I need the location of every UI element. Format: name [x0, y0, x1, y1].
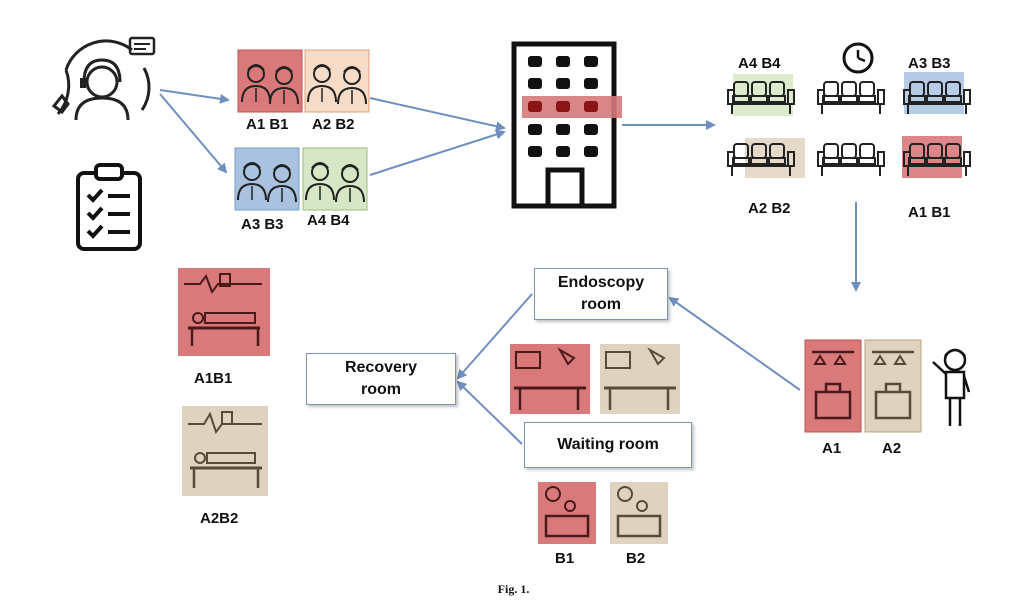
arrow-lockers-to-endoscopy — [668, 296, 801, 391]
recovery-bed-beige — [182, 406, 268, 496]
patient-tile-a3 — [234, 147, 300, 211]
bench-a3b3 — [904, 72, 970, 114]
waiting-tile-b2 — [610, 482, 668, 544]
endoscopy-tile-red — [510, 344, 590, 414]
endoscopy-room-label: Endoscopy room — [557, 274, 645, 313]
bench-a4b4 — [728, 74, 794, 116]
label-bench-a1-b1: A1 B1 — [908, 204, 951, 221]
label-bench-a3-b3: A3 B3 — [908, 55, 951, 72]
label-a1-b1: A1 B1 — [246, 116, 289, 133]
arrow-call-to-a1 — [159, 89, 230, 104]
flow-arrows — [159, 89, 861, 445]
waiting-tile-b1 — [538, 482, 596, 544]
arrow-call-to-a3 — [159, 93, 228, 174]
recovery-room-box: Recovery room — [306, 353, 456, 405]
locker-a1 — [804, 339, 862, 433]
bench-a1b1 — [902, 136, 970, 178]
bench-empty-bottom — [818, 144, 884, 176]
label-a3-b3: A3 B3 — [241, 216, 284, 233]
bench-empty-top — [818, 82, 884, 114]
label-waiting-b2: B2 — [626, 550, 646, 567]
label-locker-a1: A1 — [822, 440, 842, 457]
checklist-icon — [76, 163, 142, 251]
arrow-waiting-to-recovery — [456, 380, 523, 445]
endoscopy-room-box: Endoscopy room — [534, 268, 668, 320]
label-a4-b4: A4 B4 — [307, 212, 350, 229]
label-a2-b2: A2 B2 — [312, 116, 355, 133]
patient-tile-a1 — [237, 49, 303, 113]
waiting-room-box: Waiting room — [524, 422, 692, 468]
recovery-bed-red — [178, 268, 270, 356]
nurse-icon — [932, 348, 971, 426]
label-waiting-b1: B1 — [555, 550, 575, 567]
endoscopy-tile-beige — [600, 344, 680, 414]
locker-a2 — [864, 339, 922, 433]
arrow-endoscopy-to-recovery — [456, 293, 533, 380]
call-center-icon — [51, 36, 156, 121]
arrow-a4-to-hospital — [369, 129, 506, 176]
arrow-a2-to-hospital — [369, 97, 506, 132]
label-bench-a4-b4: A4 B4 — [738, 55, 781, 72]
patient-tile-a4 — [302, 147, 368, 211]
hospital-building-icon — [511, 41, 622, 209]
label-recovery-a1b1: A1B1 — [194, 370, 233, 387]
waiting-room-label: Waiting room — [557, 436, 659, 453]
recovery-room-label: Recovery room — [344, 359, 418, 398]
bench-a2b2 — [728, 138, 805, 178]
label-recovery-a2b2: A2B2 — [200, 510, 239, 527]
clock-icon — [842, 42, 874, 74]
label-locker-a2: A2 — [882, 440, 902, 457]
figure-caption: Fig. 1. — [497, 582, 530, 596]
patient-tile-a2 — [304, 49, 370, 113]
label-bench-a2-b2: A2 B2 — [748, 200, 791, 217]
